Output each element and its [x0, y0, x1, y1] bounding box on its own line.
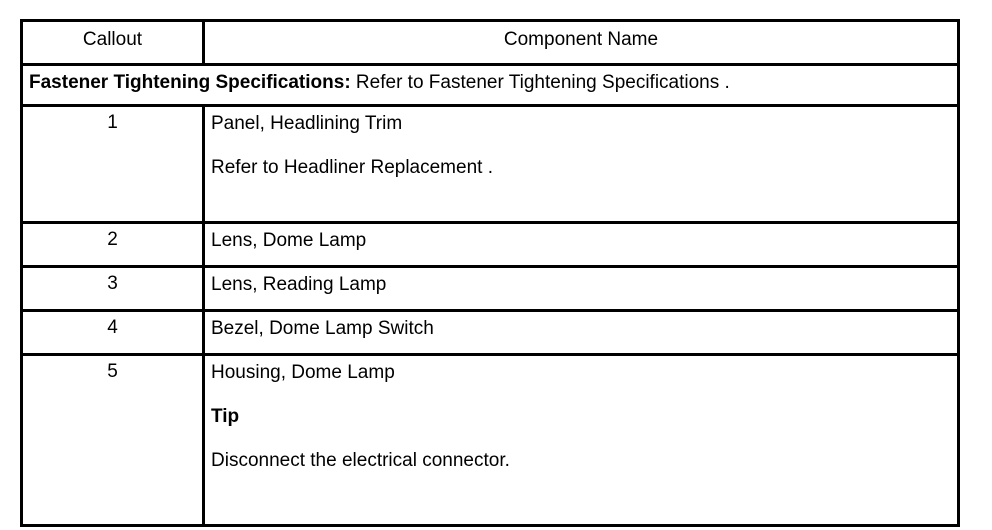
- component-name-line-blank: [211, 136, 953, 156]
- tip-body-line: Disconnect the electrical connector.: [211, 449, 510, 471]
- column-header-callout: Callout: [20, 19, 205, 66]
- fastener-specification-text: Refer to Fastener Tightening Specificati…: [350, 72, 730, 93]
- component-name-line: Lens, Dome Lamp: [211, 230, 367, 251]
- component-callout-table: Callout Component Name Fastener Tighteni…: [20, 19, 960, 527]
- column-header-component-name: Component Name: [202, 19, 960, 66]
- fastener-specification-row: Fastener Tightening Specifications: Refe…: [20, 63, 960, 107]
- fastener-specification-label: Fastener Tightening Specifications:: [29, 72, 351, 93]
- table-row: 2 Lens, Dome Lamp: [20, 221, 960, 268]
- tip-heading: Tip: [211, 405, 240, 427]
- component-name-line: Housing, Dome Lamp: [211, 362, 395, 383]
- table-row: 4 Bezel, Dome Lamp Switch: [20, 309, 960, 356]
- component-name-line: Bezel, Dome Lamp Switch: [211, 318, 434, 339]
- callout-number: 1: [20, 104, 205, 224]
- component-name-line: Lens, Reading Lamp: [211, 274, 387, 295]
- fastener-specification-cell: Fastener Tightening Specifications: Refe…: [20, 63, 960, 107]
- component-name-line-blank: [211, 385, 953, 405]
- component-name-cell: Lens, Dome Lamp: [202, 221, 960, 268]
- callout-number: 3: [20, 265, 205, 312]
- component-name-cell: Bezel, Dome Lamp Switch: [202, 309, 960, 356]
- table-row: 3 Lens, Reading Lamp: [20, 265, 960, 312]
- component-name-cell: Housing, Dome Lamp Tip Disconnect the el…: [202, 353, 960, 527]
- table-row: 5 Housing, Dome Lamp Tip Disconnect the …: [20, 353, 960, 527]
- table-row: 1 Panel, Headlining Trim Refer to Headli…: [20, 104, 960, 224]
- component-name-line-blank: [211, 429, 953, 449]
- table-header-row: Callout Component Name: [20, 19, 960, 66]
- table-body: Callout Component Name Fastener Tighteni…: [20, 19, 960, 527]
- component-name-cell: Panel, Headlining Trim Refer to Headline…: [202, 104, 960, 224]
- callout-number: 5: [20, 353, 205, 527]
- component-name-line: Refer to Headliner Replacement .: [211, 156, 493, 178]
- callout-number: 4: [20, 309, 205, 356]
- component-name-cell: Lens, Reading Lamp: [202, 265, 960, 312]
- callout-number: 2: [20, 221, 205, 268]
- component-name-line: Panel, Headlining Trim: [211, 113, 403, 134]
